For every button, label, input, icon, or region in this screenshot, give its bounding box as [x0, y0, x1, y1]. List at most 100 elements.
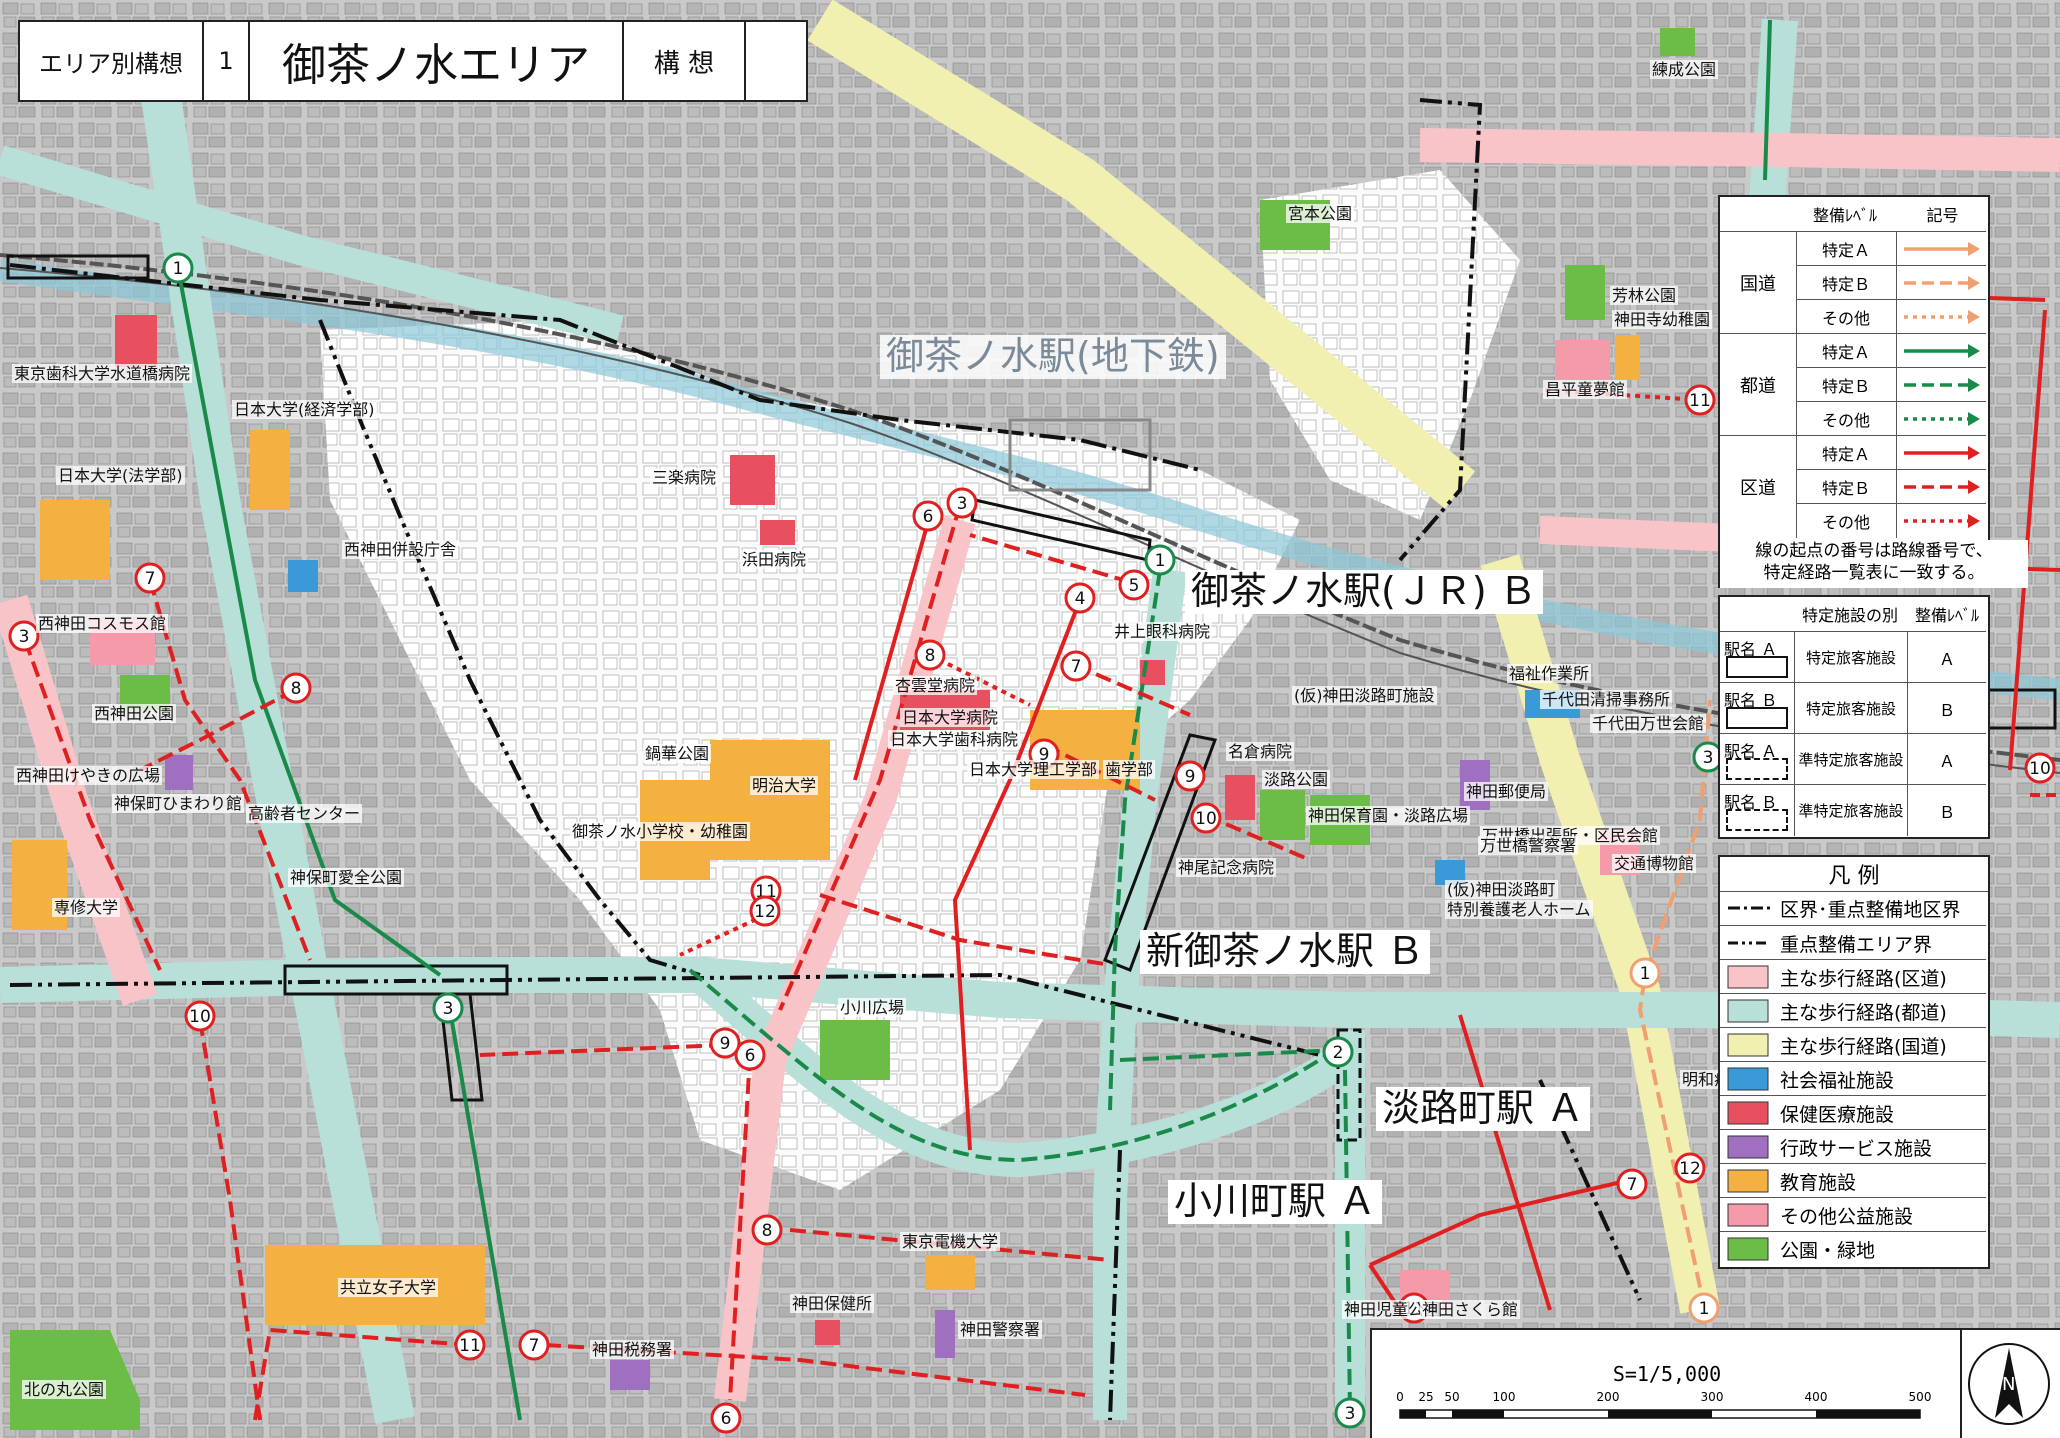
route-marker-1[interactable]: 1	[162, 252, 194, 284]
place-label[interactable]: 東京歯科大学水道橋病院	[12, 364, 193, 384]
place-label[interactable]: 日本大学(法学部)	[56, 466, 185, 486]
place-label[interactable]: 神尾記念病院	[1176, 858, 1277, 878]
facility-nagura	[1225, 775, 1255, 820]
place-label[interactable]: 高齢者センター	[246, 804, 363, 824]
route-marker-11[interactable]: 11	[1684, 384, 1716, 416]
station-box-shin[interactable]	[1103, 733, 1218, 972]
place-label[interactable]: 日本大学歯科病院	[888, 730, 1021, 750]
place-label[interactable]: 神田児童公園	[1342, 1300, 1443, 1320]
place-label[interactable]: 西神田コスモス館	[36, 614, 169, 634]
station-box-jinbocho[interactable]	[283, 964, 509, 996]
station-label-awaji[interactable]: 淡路町駅 Ａ	[1376, 1086, 1591, 1131]
place-label[interactable]: 神田さくら館	[1420, 1300, 1521, 1320]
place-label[interactable]: 特別養護老人ホーム	[1445, 900, 1593, 920]
route-marker-8[interactable]: 8	[914, 639, 946, 671]
place-label[interactable]: 宮本公園	[1286, 204, 1355, 224]
route-number-markers[interactable]: 1123333345666777788899910101011111111121…	[8, 252, 2056, 1434]
place-label[interactable]: 神田郵便局	[1464, 782, 1549, 802]
route-marker-7[interactable]: 7	[1616, 1168, 1648, 1200]
place-label[interactable]: 万世橋警察署	[1478, 836, 1579, 856]
route-marker-6[interactable]: 6	[710, 1402, 742, 1434]
route-marker-4[interactable]: 4	[1064, 582, 1096, 614]
station-label-metro[interactable]: 御茶ノ水駅(地下鉄)	[880, 334, 1226, 379]
place-label[interactable]: 練成公園	[1650, 60, 1719, 80]
facility-shohei	[1555, 340, 1610, 380]
route-marker-7[interactable]: 7	[1060, 650, 1092, 682]
route-marker-6[interactable]: 6	[734, 1039, 766, 1071]
place-label[interactable]: 交通博物館	[1612, 854, 1697, 874]
place-label[interactable]: (仮)神田淡路町	[1445, 880, 1558, 900]
place-label[interactable]: 専修大学	[52, 898, 121, 918]
route-marker-8[interactable]: 8	[751, 1214, 783, 1246]
place-label[interactable]: 日本大学理工学部	[967, 760, 1100, 780]
route-marker-2[interactable]: 2	[1322, 1036, 1354, 1068]
route-marker-3[interactable]: 3	[1334, 1397, 1366, 1429]
place-label[interactable]: 北の丸公園	[22, 1380, 107, 1400]
place-label[interactable]: 神田警察署	[958, 1320, 1043, 1340]
place-label[interactable]: 神保町ひまわり館	[112, 794, 245, 814]
route-marker-10[interactable]: 10	[2024, 752, 2056, 784]
station-label-shin[interactable]: 新御茶ノ水駅 Ｂ	[1140, 929, 1431, 974]
place-label[interactable]: 昌平童夢館	[1543, 380, 1628, 400]
place-label[interactable]: 芳林公園	[1610, 286, 1679, 306]
place-label[interactable]: (仮)神田淡路町施設	[1292, 686, 1437, 706]
facility-meiji	[710, 740, 830, 860]
station-label-ogawa[interactable]: 小川町駅 Ａ	[1168, 1179, 1383, 1224]
station-label-jr[interactable]: 御茶ノ水駅(ＪＲ) Ｂ	[1185, 569, 1543, 614]
route-marker-12[interactable]: 12	[749, 895, 781, 927]
route-legend-row: その他	[1796, 299, 1986, 334]
route-marker-1[interactable]: 1	[1629, 957, 1661, 989]
place-label[interactable]: 日本大学(経済学部)	[232, 400, 377, 420]
place-label[interactable]: 福祉作業所	[1507, 664, 1592, 684]
place-label[interactable]: 神田寺幼稚園	[1612, 310, 1713, 330]
place-label[interactable]: 西神田けやきの広場	[14, 766, 163, 786]
place-label[interactable]: 西神田併設庁舎	[342, 540, 459, 560]
route-marker-8[interactable]: 8	[280, 672, 312, 704]
place-label[interactable]: 明治大学	[750, 776, 819, 796]
place-label[interactable]: 三楽病院	[650, 468, 719, 488]
station-box-suidobashi[interactable]	[6, 254, 150, 280]
place-label[interactable]: 千代田清掃事務所	[1540, 690, 1673, 710]
route-marker-3[interactable]: 3	[8, 620, 40, 652]
route-marker-3[interactable]: 3	[946, 487, 978, 519]
place-label[interactable]: 神田税務署	[590, 1340, 675, 1360]
place-label[interactable]: 神保町愛全公園	[288, 868, 405, 888]
route-legend-level: 特定Ｂ	[1796, 470, 1897, 504]
route-marker-9[interactable]: 9	[1174, 760, 1206, 792]
station-box-jinbocho-2[interactable]	[438, 992, 484, 1102]
station-box-ochanomizu-metro[interactable]	[1008, 418, 1152, 492]
route-marker-1[interactable]: 1	[1144, 544, 1176, 576]
place-label[interactable]: 浜田病院	[740, 550, 809, 570]
route-marker-1[interactable]: 1	[1688, 1292, 1720, 1324]
place-label[interactable]: 井上眼科病院	[1112, 622, 1213, 642]
place-label[interactable]: 御茶ノ水小学校・幼稚園	[570, 822, 751, 842]
facility-tax	[610, 1360, 650, 1390]
route-marker-7[interactable]: 7	[134, 562, 166, 594]
route-marker-10[interactable]: 10	[1190, 802, 1222, 834]
place-label[interactable]: 小川広場	[838, 998, 907, 1018]
route-marker-7[interactable]: 7	[518, 1329, 550, 1361]
place-label[interactable]: 歯学部	[1103, 760, 1156, 780]
place-label[interactable]: 鍋華公園	[643, 744, 712, 764]
place-label[interactable]: 共立女子大学	[338, 1278, 439, 1298]
route-marker-6[interactable]: 6	[912, 500, 944, 532]
place-label[interactable]: 神田保健所	[790, 1294, 875, 1314]
place-label[interactable]: 西神田公園	[92, 704, 177, 724]
station-box-awaji[interactable]	[1336, 1028, 1362, 1142]
place-label[interactable]: 神田保育園・淡路広場	[1306, 806, 1471, 826]
route-marker-3[interactable]: 3	[432, 992, 464, 1024]
place-label[interactable]: 東京電機大学	[900, 1232, 1001, 1252]
route-marker-5[interactable]: 5	[1118, 569, 1150, 601]
place-label[interactable]: 杏雲堂病院	[893, 676, 978, 696]
place-label[interactable]: 名倉病院	[1226, 742, 1295, 762]
route-marker-11[interactable]: 11	[454, 1329, 486, 1361]
place-label[interactable]: 千代田万世会館	[1590, 714, 1707, 734]
place-label[interactable]: 淡路公園	[1262, 770, 1331, 790]
route-marker-9[interactable]: 9	[709, 1027, 741, 1059]
route-marker-12[interactable]: 12	[1674, 1152, 1706, 1184]
place-label[interactable]: 日本大学病院	[900, 708, 1001, 728]
route-marker-10[interactable]: 10	[184, 1000, 216, 1032]
